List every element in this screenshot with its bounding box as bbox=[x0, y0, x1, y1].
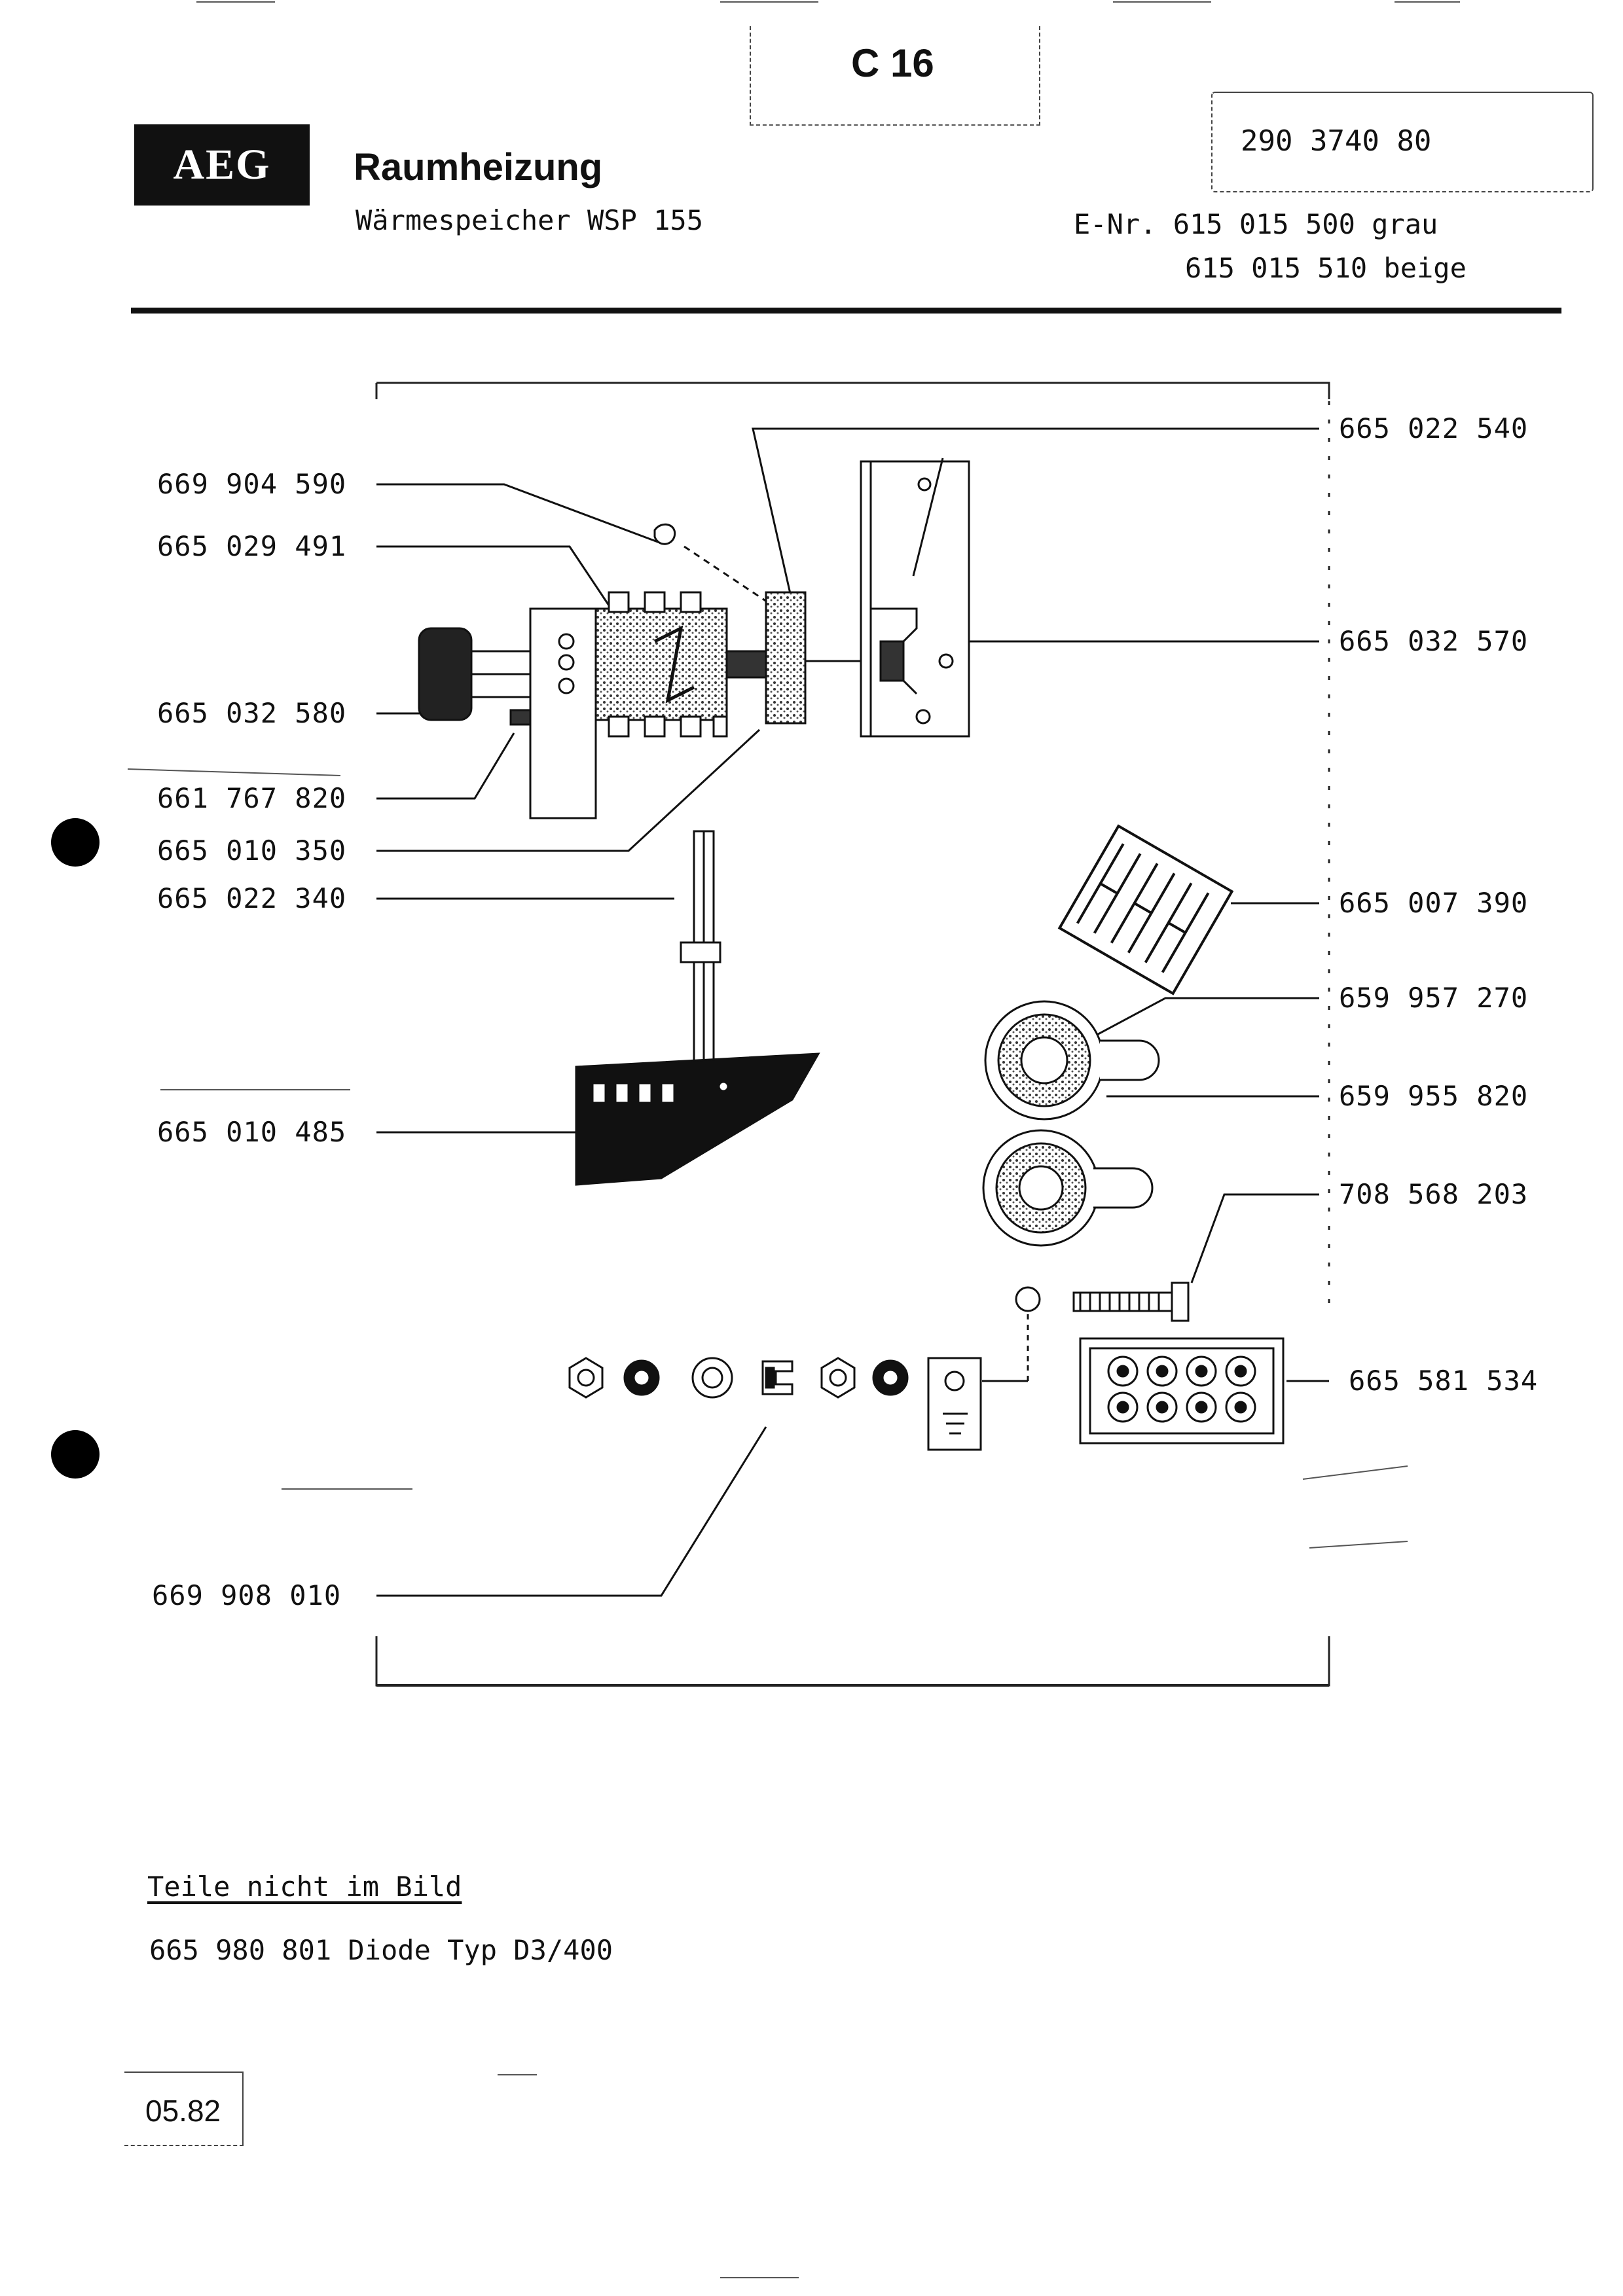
terminal-block-drawing bbox=[1079, 1337, 1285, 1444]
hardware-row-drawing bbox=[568, 1357, 982, 1451]
thermostat-drawing bbox=[575, 830, 820, 1186]
heating-element-drawing bbox=[1057, 824, 1234, 996]
leader-lines bbox=[376, 427, 1329, 1597]
part-number-708-568-203: 708 568 203 bbox=[1339, 1178, 1529, 1210]
diagram-frame bbox=[375, 382, 1330, 1687]
part-number-659-957-270: 659 957 270 bbox=[1339, 982, 1529, 1014]
ring-lug-drawings bbox=[982, 1000, 1160, 1247]
date-box bbox=[124, 2072, 244, 2146]
aeg-logo: AEG bbox=[134, 124, 310, 206]
part-number-665-022-340: 665 022 340 bbox=[157, 882, 347, 914]
bracket-drawing bbox=[860, 457, 970, 738]
part-number-665-032-580: 665 032 580 bbox=[157, 697, 347, 729]
screw-drawing bbox=[1015, 1282, 1190, 1322]
parts-not-shown-heading: Teile nicht im Bild bbox=[147, 1871, 462, 1903]
product-subtitle: Wärmespeicher WSP 155 bbox=[356, 204, 704, 236]
part-number-661-767-820: 661 767 820 bbox=[157, 782, 347, 814]
doc-number-box bbox=[1211, 92, 1594, 192]
punch-hole-top bbox=[51, 818, 100, 867]
part-number-659-955-820: 659 955 820 bbox=[1339, 1080, 1529, 1112]
part-number-665-010-485: 665 010 485 bbox=[157, 1116, 347, 1148]
page-title: Raumheizung bbox=[354, 146, 603, 188]
knob-drawing bbox=[418, 523, 871, 819]
part-number-665-581-534: 665 581 534 bbox=[1349, 1365, 1539, 1397]
part-number-665-010-350: 665 010 350 bbox=[157, 834, 347, 867]
scan-marks bbox=[127, 1, 1460, 2278]
part-number-669-908-010: 669 908 010 bbox=[152, 1579, 342, 1611]
header-divider bbox=[131, 308, 1561, 314]
e-number-grau: E-Nr. 615 015 500 grau bbox=[1074, 208, 1438, 240]
sheet-code-box bbox=[750, 26, 1040, 126]
punch-hole-bottom bbox=[51, 1430, 100, 1479]
sheet-code: C 16 bbox=[851, 41, 934, 85]
doc-number: 290 3740 80 bbox=[1241, 124, 1432, 158]
revision-date: 05.82 bbox=[145, 2094, 221, 2128]
parts-not-shown-item: 665 980 801 Diode Typ D3/400 bbox=[149, 1934, 613, 1966]
part-number-665-032-570: 665 032 570 bbox=[1339, 625, 1529, 657]
part-number-665-007-390: 665 007 390 bbox=[1339, 887, 1529, 919]
part-number-669-904-590: 669 904 590 bbox=[157, 468, 347, 500]
part-number-665-029-491: 665 029 491 bbox=[157, 530, 347, 562]
part-number-665-022-540: 665 022 540 bbox=[1339, 412, 1529, 444]
e-number-beige: 615 015 510 beige bbox=[1185, 252, 1467, 284]
